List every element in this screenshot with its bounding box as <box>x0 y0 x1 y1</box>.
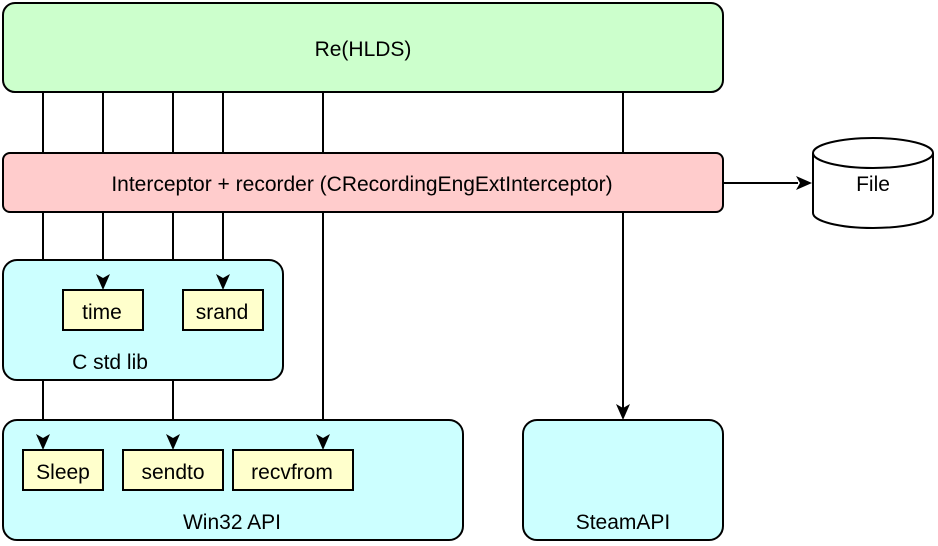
time-box <box>62 289 144 331</box>
arrowhead-sleep <box>36 434 50 450</box>
file-label: File <box>856 173 890 196</box>
file-cylinder-body <box>812 153 934 229</box>
arrowhead-sendto <box>166 434 180 450</box>
srand-label: srand <box>196 301 249 324</box>
rehlds-box <box>2 2 724 93</box>
recvfrom-label: recvfrom <box>251 461 333 484</box>
arrowhead-file <box>796 176 812 190</box>
arrowheads <box>36 176 812 450</box>
arrowhead-time <box>96 274 110 290</box>
time-label: time <box>82 301 122 324</box>
win32-api-node: Win32 API Sleep sendto recvfrom <box>2 419 464 541</box>
c-std-lib-label: C std lib <box>72 351 148 374</box>
rehlds-label: Re(HLDS) <box>315 38 412 61</box>
sendto-label: sendto <box>141 461 204 484</box>
recvfrom-box <box>232 449 354 491</box>
srand-box <box>182 289 264 331</box>
steam-api-node: SteamAPI <box>522 419 724 541</box>
arrowhead-srand <box>216 274 230 290</box>
sleep-label: Sleep <box>36 461 90 484</box>
file-cylinder-top <box>812 137 934 169</box>
rehlds-node: Re(HLDS) <box>2 2 724 93</box>
arrowhead-steamapi <box>616 404 630 420</box>
file-node: File <box>812 137 934 229</box>
win32-api-label: Win32 API <box>183 511 281 534</box>
sleep-box <box>22 449 104 491</box>
interceptor-label: Interceptor + recorder (CRecordingEngExt… <box>111 173 612 196</box>
arrowhead-recvfrom <box>316 434 330 450</box>
c-std-lib-node: C std lib time srand <box>2 259 284 381</box>
interceptor-node: Interceptor + recorder (CRecordingEngExt… <box>2 152 724 213</box>
steam-api-label: SteamAPI <box>576 511 671 534</box>
interceptor-box <box>2 152 724 213</box>
